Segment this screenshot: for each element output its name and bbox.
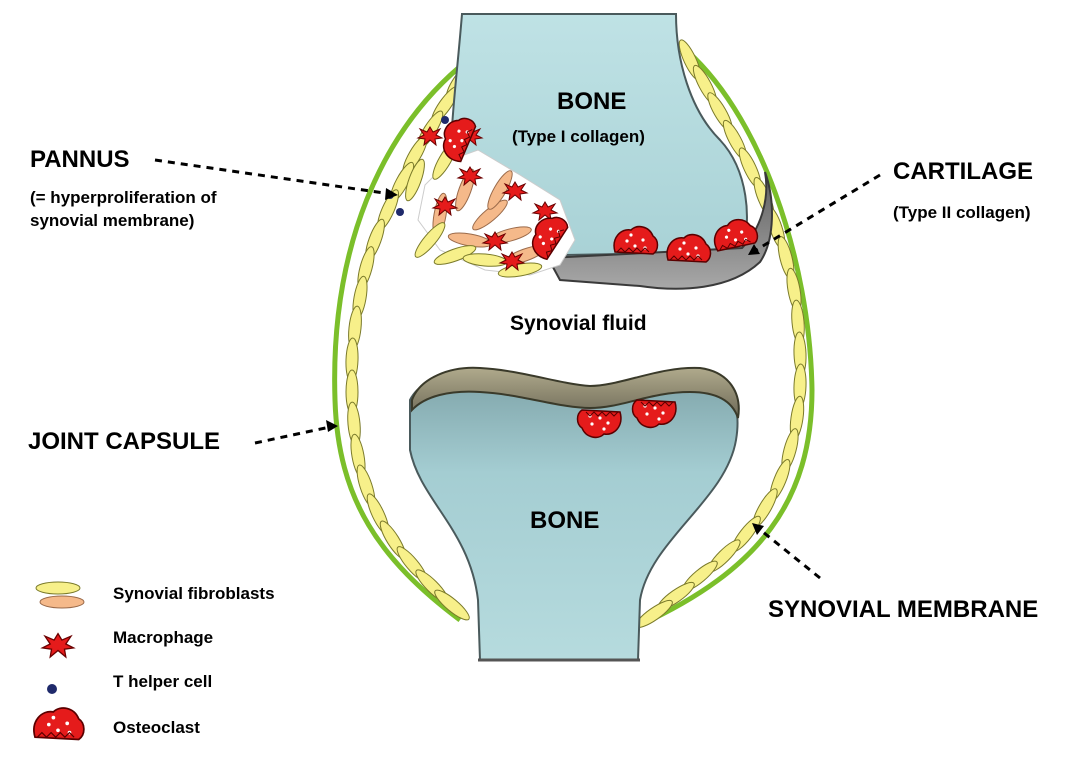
bone-top-label: BONE [557,88,627,115]
synovial-fluid-label: Synovial fluid [510,312,647,335]
cartilage-bottom [411,366,740,419]
bone-bottom-label: BONE [530,507,600,534]
legend-label-macrophage: Macrophage [113,628,214,647]
legend-icons [33,581,85,741]
joint-capsule-outline [332,43,815,628]
osteoclast-icon [33,707,85,741]
pannus-sublabel-2: synovial membrane) [30,211,195,230]
synovial-membrane-label: SYNOVIAL MEMBRANE [768,596,1039,623]
pannus-sublabel-1: (= hyperproliferation of [30,188,217,207]
legend-label-t-helper: T helper cell [113,672,213,691]
legend-label-fibroblasts: Synovial fibroblasts [113,584,275,603]
pointer-arrowheads [326,188,764,535]
cartilage-sublabel: (Type II collagen) [893,203,1031,222]
joint-capsule-label: JOINT CAPSULE [28,428,221,455]
macrophage-icon [41,632,75,658]
bone-top-sublabel: (Type I collagen) [512,127,645,146]
t-helper-cell-icon [47,684,57,694]
pannus-cluster [386,112,576,281]
fibroblast-icon [35,581,85,609]
pointer-lines [154,158,881,580]
cartilage-top [546,171,773,290]
pannus-label: PANNUS [30,146,130,173]
legend-label-osteoclast: Osteoclast [113,718,200,737]
cartilage-label: CARTILAGE [893,158,1033,185]
